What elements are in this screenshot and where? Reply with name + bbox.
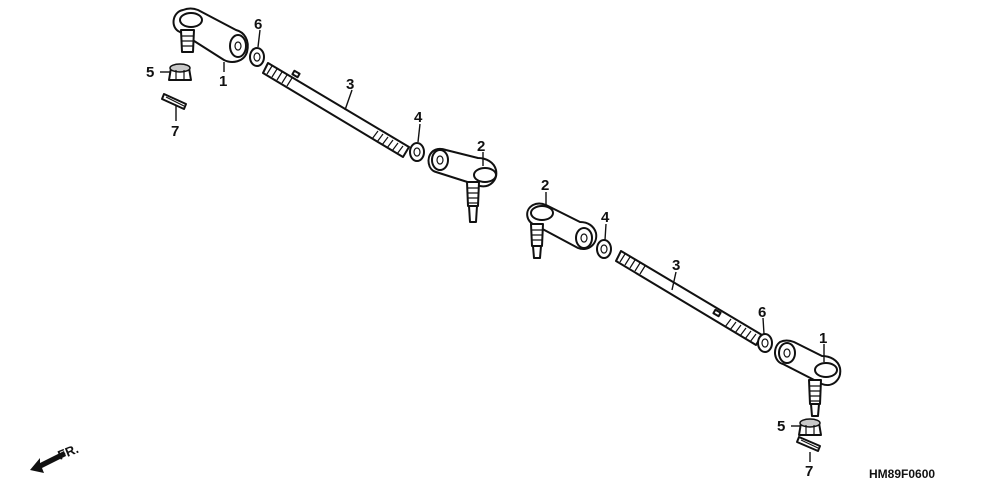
leader-3-left: [344, 89, 353, 111]
tie-rod-end-1-left: [172, 7, 249, 63]
callout-2-right: 2: [541, 177, 549, 194]
front-direction-indicator: FR.: [30, 441, 81, 473]
front-label: FR.: [56, 441, 81, 463]
leader-4-right: [604, 223, 607, 241]
tie-rod-end-1-right: [774, 339, 842, 417]
lock-nut-6-left: [249, 47, 265, 67]
tie-rod-end-2-right: [526, 202, 598, 259]
callout-3-right: 3: [672, 257, 680, 274]
castle-nut-5-left: [168, 63, 192, 81]
cotter-pin-7-right: [796, 436, 821, 452]
callout-5-left: 5: [146, 64, 154, 81]
callout-7-right: 7: [805, 463, 813, 480]
lock-nut-4-left: [409, 142, 425, 162]
callout-5-right: 5: [777, 418, 785, 435]
tie-rod-3-left: [262, 62, 410, 158]
tie-rod-3-right: [615, 250, 763, 346]
lock-nut-6-right: [757, 333, 773, 353]
callout-4-right: 4: [601, 209, 610, 226]
leader-4-left: [417, 123, 421, 143]
callout-4-left: 4: [414, 109, 423, 126]
castle-nut-5-right: [798, 418, 822, 436]
callout-7-left: 7: [171, 123, 179, 140]
front-arrow-icon: [30, 451, 66, 473]
callout-1-right: 1: [819, 330, 827, 347]
callout-1-left: 1: [219, 73, 227, 90]
callout-6-right: 6: [758, 304, 766, 321]
leader-6-left: [257, 29, 261, 48]
callout-2-left: 2: [477, 138, 485, 155]
cotter-pin-7-left: [161, 93, 187, 110]
leader-6-right: [762, 317, 765, 335]
lock-nut-4-right: [596, 239, 612, 259]
tie-rod-end-2-left: [427, 147, 498, 223]
callout-3-left: 3: [346, 76, 354, 93]
callout-6-left: 6: [254, 16, 262, 33]
left-tie-rod-assembly: 1 6 5 7 3 4 2: [146, 7, 498, 223]
leader-3-right: [671, 271, 677, 291]
right-tie-rod-assembly: 2 4 3 6 1 5 7: [526, 177, 842, 480]
diagram-code: HM89F0600: [869, 467, 935, 481]
